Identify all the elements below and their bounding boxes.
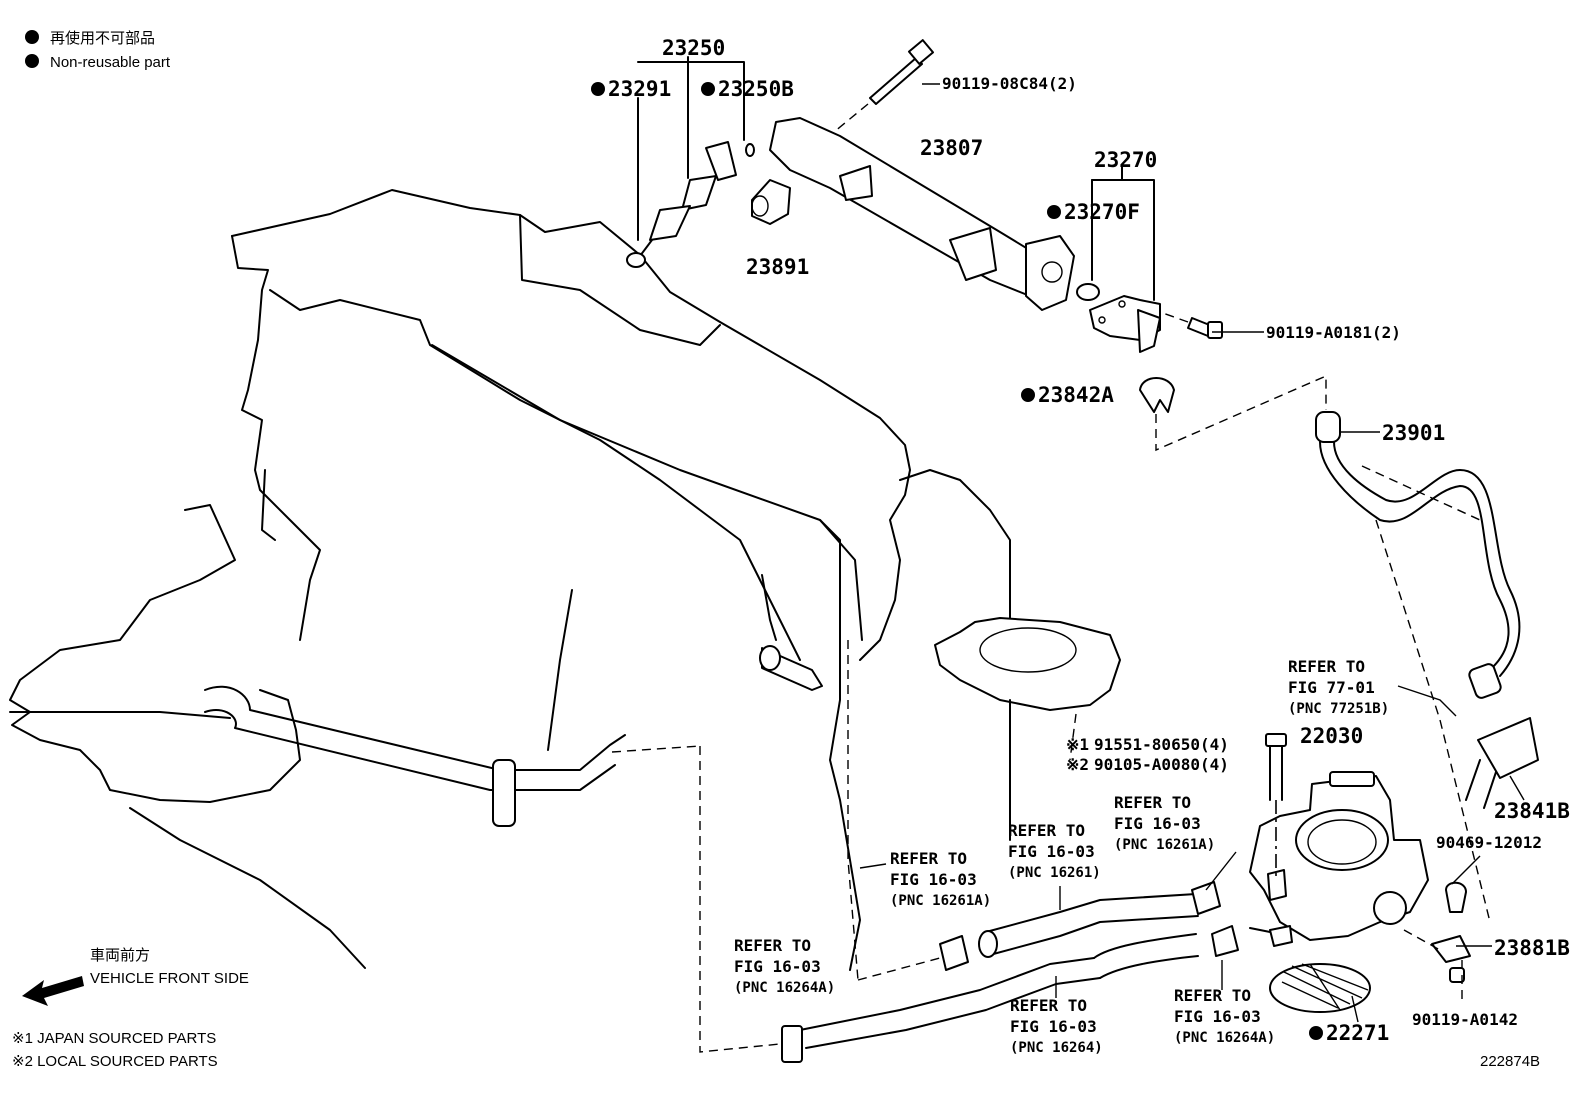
boundary-dash [1375,519,1491,923]
refer-line: (PNC 77251B) [1288,701,1389,717]
note-japan-sourced: ※1 JAPAN SOURCED PARTS [12,1030,216,1047]
refer-block-16261A-upper: REFER TO FIG 16-03 (PNC 16261A) [1114,793,1215,853]
non-reusable-dot-icon [25,54,39,68]
boundary-dash [699,746,781,1053]
non-reusable-dot-icon [1047,205,1061,219]
upper-bypass-hose [759,645,823,691]
refer-line: FIG 16-03 [1008,842,1095,861]
intake-flange [934,617,1121,841]
refer-line: REFER TO [890,849,967,868]
label-90119-08C84: 90119-08C84(2) [942,74,1077,93]
label-23901: 23901 [1382,421,1445,445]
front-label-en: VEHICLE FRONT SIDE [90,970,249,987]
label-91551-80650: 91551-80650(4) [1094,735,1229,754]
throttle-bolt [1265,733,1287,880]
fuel-clip [1139,374,1327,452]
legend-non-reusable-jp: 再使用不可部品 [50,30,155,47]
damper-cushion [751,179,791,225]
refer-line: FIG 16-03 [1114,814,1201,833]
label-22030: 22030 [1300,724,1363,748]
label-90105-A0080: 90105-A0080(4) [1094,755,1229,774]
non-reusable-dot-icon [591,82,605,96]
front-label-jp: 車両前方 [90,947,150,964]
label-23807: 23807 [920,136,983,160]
refer-block-16264: REFER TO FIG 16-03 (PNC 16264) [1010,996,1103,1056]
refer-block-16261: REFER TO FIG 16-03 (PNC 16261) [1008,821,1101,881]
non-reusable-dot-icon [1309,1026,1323,1040]
legend-non-reusable-en: Non-reusable part [50,54,171,71]
refer-line: REFER TO [1010,996,1087,1015]
refer-line: FIG 16-03 [1174,1007,1261,1026]
label-23270: 23270 [1094,148,1157,172]
mark-japan-sourced: ※1 [1066,735,1089,754]
refer-line: FIG 16-03 [1010,1017,1097,1036]
refer-line: REFER TO [734,936,811,955]
leader-23250-bracket [637,61,745,141]
refer-block-16264A-right: REFER TO FIG 16-03 (PNC 16264A) [1174,986,1275,1046]
non-reusable-dot-icon [1021,388,1035,402]
figure-id: 222874B [1480,1053,1540,1070]
fuel-injector [626,141,755,268]
hose-clamp-23841B [1465,717,1539,809]
fuel-hose [1315,411,1521,699]
refer-line: (PNC 16264A) [734,980,835,996]
label-23270F: 23270F [1064,200,1140,224]
label-23291: 23291 [608,77,671,101]
refer-line: REFER TO [1174,986,1251,1005]
non-reusable-dot-icon [25,30,39,44]
refer-line: (PNC 16261) [1008,865,1101,881]
note-local-sourced: ※2 LOCAL SOURCED PARTS [12,1053,218,1070]
refer-block-77251B: REFER TO FIG 77-01 (PNC 77251B) [1288,657,1389,717]
refer-line: (PNC 16264A) [1174,1030,1275,1046]
label-23841B: 23841B [1494,799,1570,823]
refer-line: FIG 16-03 [890,870,977,889]
label-23250: 23250 [662,36,725,60]
refer-line: REFER TO [1008,821,1085,840]
sensor-bracket [1403,881,1471,1000]
boundary-dash [611,745,701,753]
boundary-dash [847,640,859,981]
boundary-dash [1069,713,1077,761]
refer-line: (PNC 16264) [1010,1040,1103,1056]
leader-lines [859,83,1525,1023]
water-bypass-hoses [781,881,1239,1063]
label-23891: 23891 [746,255,809,279]
refer-line: (PNC 16261A) [1114,837,1215,853]
rail-bolt [799,39,935,161]
mark-local-sourced: ※2 [1066,755,1089,774]
refer-line: FIG 16-03 [734,957,821,976]
label-90469-12012: 90469-12012 [1436,833,1542,852]
refer-line: REFER TO [1114,793,1191,812]
label-22271: 22271 [1326,1021,1389,1045]
engine-block-outline [9,189,1011,971]
refer-line: REFER TO [1288,657,1365,676]
throttle-gasket [1269,963,1371,1013]
label-90119-A0181: 90119-A0181(2) [1266,323,1401,342]
fitting-bolt [1159,311,1223,339]
fuel-delivery-pipe [769,117,1075,311]
refer-line: (PNC 16261A) [890,893,991,909]
label-23881B: 23881B [1494,936,1570,960]
throttle-body [1249,771,1429,947]
label-23250B: 23250B [718,77,794,101]
refer-block-16261A-lower: REFER TO FIG 16-03 (PNC 16261A) [890,849,991,909]
lower-coolant-hose [204,685,626,827]
fuel-inlet-fitting [1076,164,1161,353]
label-23842A: 23842A [1038,383,1114,407]
non-reusable-dot-icon [701,82,715,96]
front-arrow-icon [22,976,84,1006]
label-90119-A0142: 90119-A0142 [1412,1010,1518,1029]
boundary-dash [857,957,941,981]
refer-block-16264A-left: REFER TO FIG 16-03 (PNC 16264A) [734,936,835,996]
refer-line: FIG 77-01 [1288,678,1375,697]
